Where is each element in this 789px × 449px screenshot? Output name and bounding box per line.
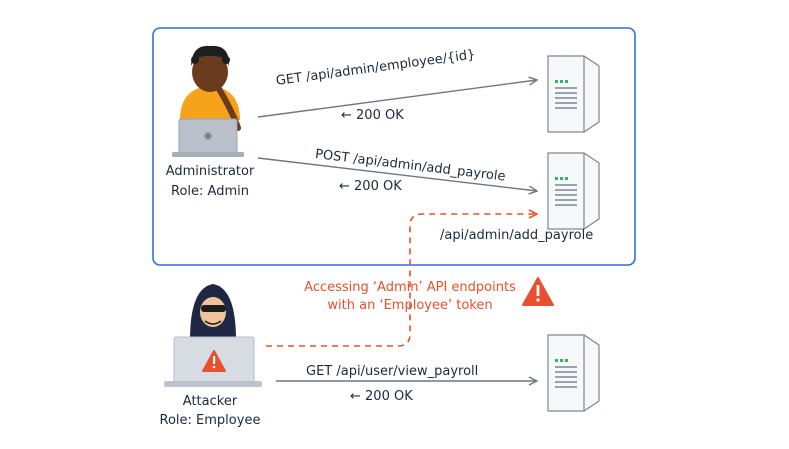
admin-zone-frame [152,27,636,266]
server-icon [547,334,600,412]
admin-name-label: Administrator [165,164,255,179]
attack-path-arrow [266,214,537,347]
admin-post-response-label: ← 200 OK [339,179,402,194]
attacker-role-label: Role: Employee [159,413,261,428]
attack-note-line-1: Accessing ‘Admin’ API endpoints [304,280,516,295]
server-endpoint-label: /api/admin/add_payrole [440,228,594,243]
admin-get-response-label: ← 200 OK [341,108,404,123]
attacker-name-label: Attacker [182,394,238,409]
server-icon [547,152,600,230]
attacker-avatar [190,284,236,340]
warning-icon [202,350,226,372]
admin-post-arrow [257,157,537,191]
attacker-response-label: ← 200 OK [350,389,413,404]
administrator-avatar [180,45,241,131]
warning-icon [522,277,554,306]
admin-get-arrow [257,80,537,118]
admin-role-label: Role: Admin [171,184,249,199]
server-icon [547,55,600,133]
attack-note-line-2: with an ‘Employee’ token [327,298,493,313]
attacker-request-label: GET /api/user/view_payroll [306,364,479,379]
administrator-laptop [172,118,244,157]
